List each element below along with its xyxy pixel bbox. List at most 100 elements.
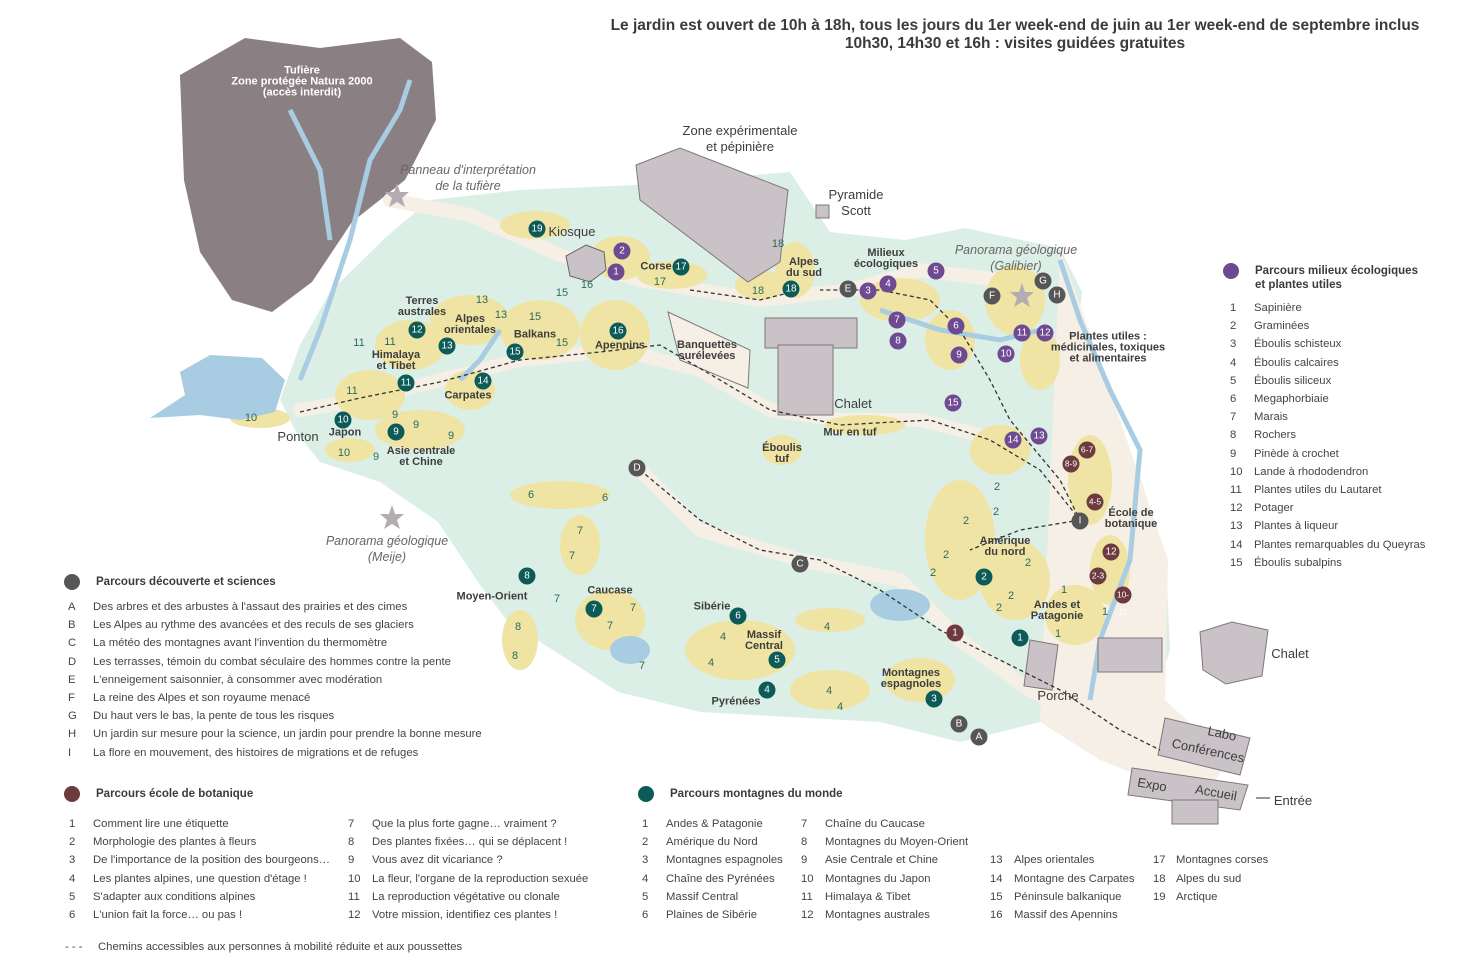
tufiere-zone	[180, 38, 436, 312]
marker-decouverte-H[interactable]: H	[1048, 286, 1066, 304]
marker-ecole-10-11[interactable]: 10-11	[1114, 586, 1132, 617]
legend-montagnes-number: 19	[1153, 890, 1166, 903]
bed-number: 7	[606, 620, 614, 632]
legend-montagnes-number: 17	[1153, 854, 1166, 867]
legend-montagnes-item: Péninsule balkanique	[1014, 890, 1122, 903]
marker-montagnes-12[interactable]: 12	[408, 321, 426, 339]
marker-decouverte-G[interactable]: G	[1034, 272, 1052, 290]
label-alpes-orientales: Alpes orientales	[444, 313, 496, 336]
marker-decouverte-A[interactable]: A	[970, 728, 988, 746]
label-asie: Asie centrale et Chine	[386, 445, 456, 468]
legend-milieux-number: 8	[1230, 429, 1237, 442]
marker-ecole-1[interactable]: 1	[946, 624, 964, 642]
legend-montagnes-item: Amérique du Nord	[666, 836, 758, 849]
marker-montagnes-18[interactable]: 18	[782, 280, 800, 298]
marker-decouverte-C[interactable]: C	[791, 555, 809, 573]
marker-milieux-2[interactable]: 2	[613, 242, 631, 260]
legend-ecole-item: Morphologie des plantes à fleurs	[93, 836, 257, 849]
marker-milieux-13[interactable]: 13	[1030, 427, 1048, 445]
marker-montagnes-7[interactable]: 7	[585, 600, 603, 618]
marker-montagnes-5[interactable]: 5	[768, 651, 786, 669]
marker-decouverte-D[interactable]: D	[628, 459, 646, 477]
marker-montagnes-9[interactable]: 9	[387, 423, 405, 441]
marker-ecole-4-5[interactable]: 4-5	[1086, 493, 1104, 511]
marker-montagnes-4[interactable]: 4	[758, 681, 776, 699]
legend-decouverte-letter: A	[68, 601, 76, 613]
marker-montagnes-11[interactable]: 11	[397, 374, 415, 392]
legend-milieux-number: 2	[1230, 320, 1237, 333]
marker-milieux-1[interactable]: 1	[607, 263, 625, 281]
label-panorama-meije: Panorama géologique (Meije)	[325, 534, 449, 564]
label-banquettes: Banquettes surélevées	[677, 339, 737, 362]
bed-number: 2	[992, 506, 1000, 518]
marker-montagnes-3[interactable]: 3	[925, 690, 943, 708]
marker-montagnes-8[interactable]: 8	[518, 567, 536, 585]
marker-decouverte-F[interactable]: F	[983, 287, 1001, 305]
label-milieux: Milieux écologiques	[853, 247, 919, 270]
marker-milieux-9[interactable]: 9	[950, 346, 968, 364]
marker-montagnes-13[interactable]: 13	[438, 337, 456, 355]
legend-montagnes-item: Alpes orientales	[1014, 854, 1095, 867]
marker-ecole-6-7[interactable]: 6-7	[1078, 441, 1096, 459]
legend-montagnes-item: Montagnes du Moyen-Orient	[825, 836, 969, 849]
marker-decouverte-B[interactable]: B	[950, 715, 968, 733]
marker-ecole-2-3[interactable]: 2-3	[1089, 567, 1107, 585]
marker-montagnes-2[interactable]: 2	[975, 568, 993, 586]
label-pyramide: Pyramide Scott	[828, 187, 884, 218]
marker-milieux-7[interactable]: 7	[888, 311, 906, 329]
marker-milieux-4[interactable]: 4	[879, 275, 897, 293]
marker-milieux-15[interactable]: 15	[944, 394, 962, 412]
label-entree: Entrée	[1273, 793, 1313, 808]
marker-milieux-6[interactable]: 6	[947, 317, 965, 335]
bed-number: 15	[555, 287, 569, 299]
legend-montagnes-item: Montagnes corses	[1176, 854, 1269, 867]
legend-montagnes-item: Alpes du sud	[1176, 872, 1242, 885]
marker-decouverte-I[interactable]: I	[1071, 512, 1089, 530]
legend-montagnes-item: Montagne des Carpates	[1014, 872, 1135, 885]
legend-montagnes-item: Montagnes australes	[825, 909, 930, 921]
buildings	[635, 147, 1270, 825]
label-japon: Japon	[328, 426, 362, 439]
marker-montagnes-6[interactable]: 6	[729, 607, 747, 625]
label-balkans: Balkans	[513, 328, 557, 341]
legend-milieux-item: Lande à rhododendron	[1254, 465, 1369, 478]
marker-montagnes-15[interactable]: 15	[506, 343, 524, 361]
marker-montagnes-10[interactable]: 10	[334, 411, 352, 429]
marker-ecole-12[interactable]: 12	[1102, 543, 1120, 561]
label-panorama-galibier: Panorama géologique (Galibier)	[954, 243, 1078, 273]
legend-montagnes-item: Arctique	[1176, 890, 1218, 903]
marker-milieux-10[interactable]: 10	[997, 345, 1015, 363]
marker-montagnes-17[interactable]: 17	[672, 258, 690, 276]
marker-milieux-5[interactable]: 5	[927, 262, 945, 280]
marker-milieux-3[interactable]: 3	[859, 282, 877, 300]
legend-montagnes-number: 11	[801, 890, 813, 903]
marker-decouverte-E[interactable]: E	[839, 280, 857, 298]
marker-montagnes-16[interactable]: 16	[609, 322, 627, 340]
marker-milieux-11[interactable]: 11	[1013, 324, 1031, 342]
footer-accessibility-note: Chemins accessibles aux personnes à mobi…	[98, 941, 463, 953]
legend-montagnes-item: Montagnes espagnoles	[666, 854, 783, 867]
bed-number: 4	[707, 657, 715, 669]
marker-montagnes-1[interactable]: 1	[1011, 629, 1029, 647]
marker-ecole-8-9[interactable]: 8-9	[1062, 455, 1080, 473]
marker-milieux-14[interactable]: 14	[1004, 431, 1022, 449]
bed-number: 18	[771, 238, 785, 250]
marker-milieux-8[interactable]: 8	[889, 332, 907, 350]
label-chalet-2: Chalet	[1271, 646, 1309, 661]
legend-milieux-item: Sapinière	[1254, 302, 1302, 314]
bed-number: 18	[751, 285, 765, 297]
marker-montagnes-19[interactable]: 19	[528, 220, 546, 238]
marker-milieux-12[interactable]: 12	[1036, 324, 1054, 342]
bed-number: 2	[1024, 557, 1032, 569]
legend-montagnes-dot	[638, 786, 654, 802]
label-massif-central: Massif Central	[745, 629, 783, 652]
bed-number: 6	[527, 489, 535, 501]
legend-milieux-item: Plantes remarquables du Queyras	[1254, 538, 1426, 551]
label-apennins: Apennins	[594, 339, 646, 352]
legend-montagnes-item: Asie Centrale et Chine	[825, 854, 939, 867]
label-zone-experimentale: Zone expérimentale et pépinière	[682, 123, 798, 154]
bed-number: 1	[1054, 628, 1062, 640]
dashed-path-symbol: - - -	[65, 941, 83, 953]
marker-montagnes-14[interactable]: 14	[474, 372, 492, 390]
opening-hours: Le jardin est ouvert de 10h à 18h, tous …	[610, 17, 1420, 34]
